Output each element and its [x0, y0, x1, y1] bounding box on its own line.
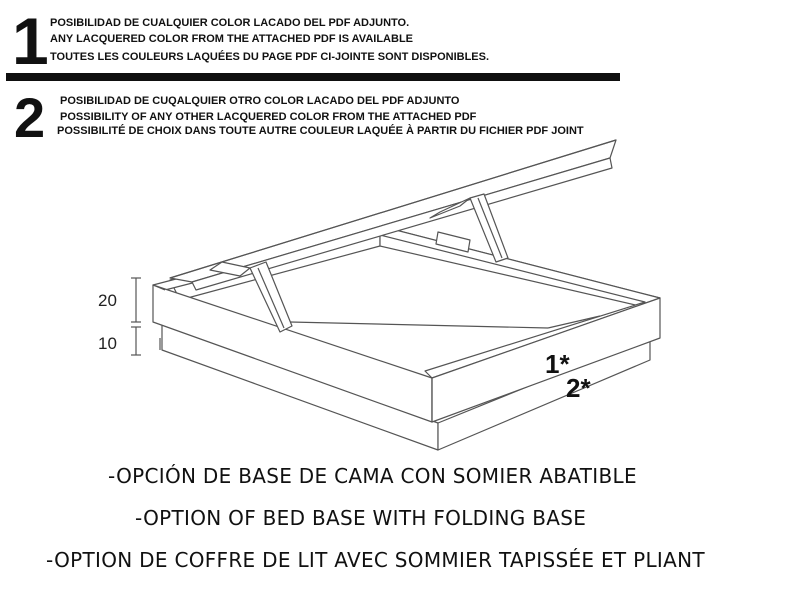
- lift-mechanism-left: [209, 261, 293, 333]
- color-zone-marker-1: 1*: [545, 349, 570, 379]
- section-1-line-english: ANY LACQUERED COLOR FROM THE ATTACHED PD…: [50, 33, 413, 45]
- section-2-line-english: POSSIBILITY OF ANY OTHER LACQUERED COLOR…: [60, 111, 477, 123]
- caption-english: -OPTION OF BED BASE WITH FOLDING BASE: [135, 506, 587, 530]
- lift-mechanism-right: [429, 193, 509, 263]
- dimension-ruler: [131, 277, 141, 356]
- caption-french: -OPTION DE COFFRE DE LIT AVEC SOMMIER TA…: [46, 548, 705, 572]
- dimension-label-10: 10: [98, 334, 117, 353]
- section-2-line-spanish: POSIBILIDAD DE CUQALQUIER OTRO COLOR LAC…: [60, 95, 460, 107]
- section-1-line-spanish: POSIBILIDAD DE CUALQUIER COLOR LACADO DE…: [50, 17, 410, 29]
- bed-inner-floor: [289, 315, 601, 329]
- section-1-line-french: TOUTES LES COULEURS LAQUÉES DU PAGE PDF …: [50, 51, 490, 63]
- dimension-label-20: 20: [98, 291, 117, 310]
- section-1-number: 1: [12, 4, 49, 78]
- section-divider: [6, 73, 620, 81]
- caption-spanish: -OPCIÓN DE BASE DE CAMA CON SOMIER ABATI…: [108, 464, 637, 488]
- lifting-lid: [169, 139, 617, 291]
- color-zone-marker-2: 2*: [566, 373, 591, 403]
- section-2-line-french: POSSIBILITÉ DE CHOIX DANS TOUTE AUTRE CO…: [57, 125, 584, 137]
- section-2-number: 2: [14, 86, 46, 149]
